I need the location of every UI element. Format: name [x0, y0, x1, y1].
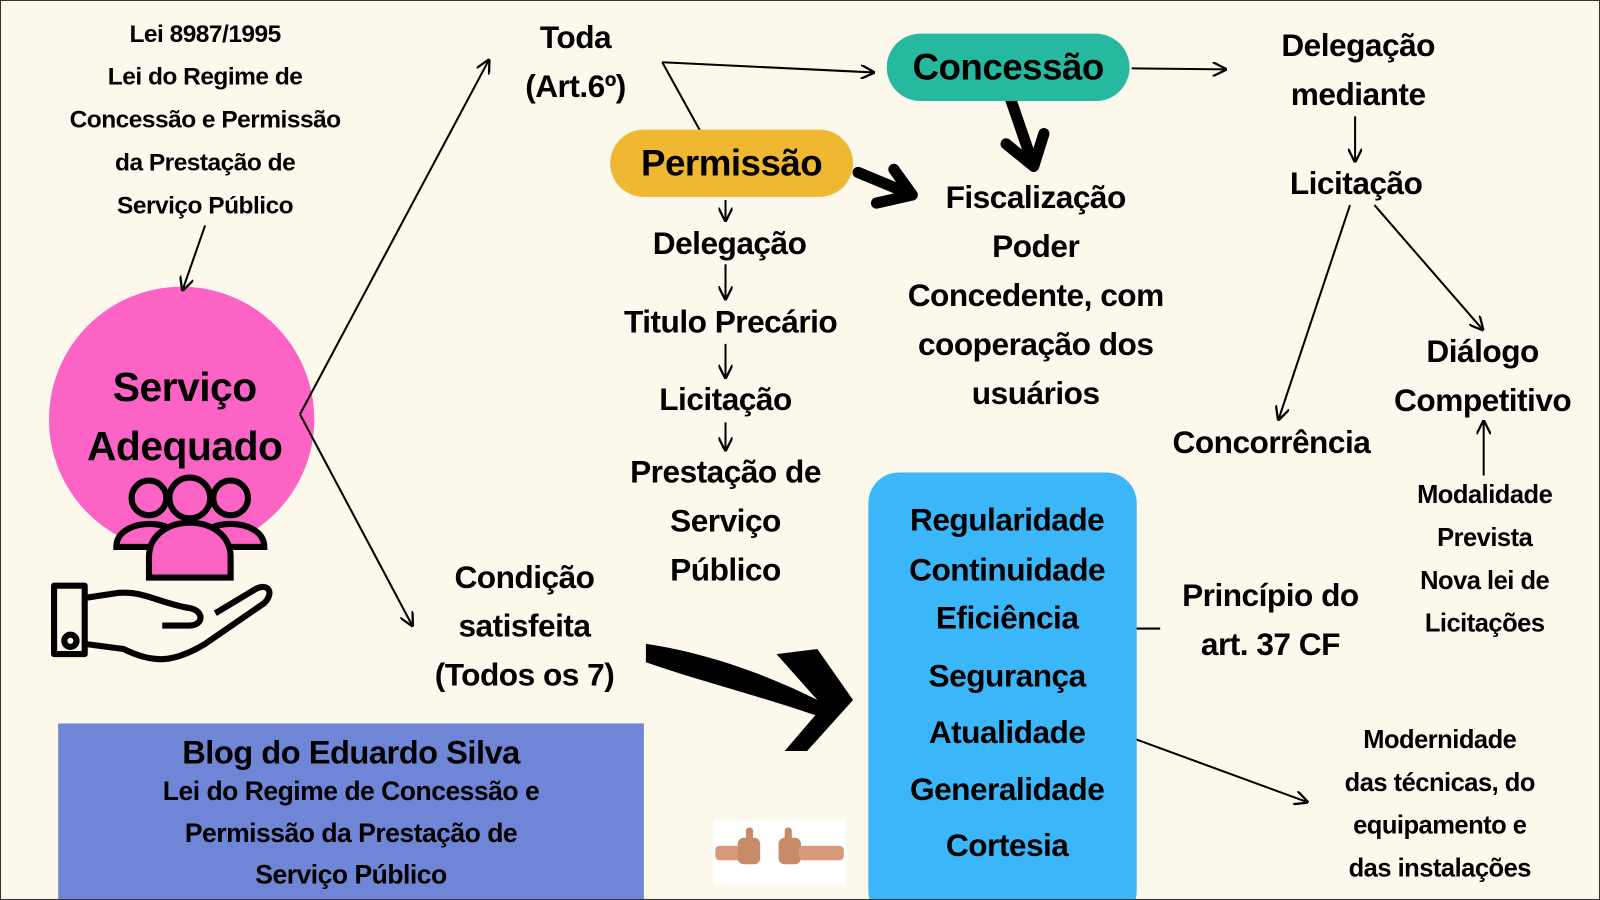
fiscalizacao-node: Fiscalização Poder Concedente, com coope… [907, 173, 1165, 418]
people-icon [113, 474, 268, 581]
law-line: da Prestação de [114, 148, 296, 177]
modalidade-node: Modalidade Prevista Nova lei de Licitaçõ… [1417, 473, 1553, 644]
law-line: Concessão e Permissão [69, 106, 342, 134]
label-line: Serviço [670, 503, 781, 539]
label-line: Licitações [1424, 609, 1545, 638]
label-line: art. 37 CF [1200, 626, 1341, 663]
label-line: Prevista [1437, 523, 1533, 553]
blog-title: Blog do Eduardo Silva [182, 733, 520, 771]
label-line: satisfeita [458, 608, 591, 644]
label-line: Delegação [1281, 27, 1435, 64]
label-line: usuários [971, 375, 1100, 412]
label-line: (Todos os 7) [434, 657, 615, 693]
blog-line: Lei do Regime de Concessão e [162, 775, 540, 807]
arrow-licitacao-to-dialogo [1373, 204, 1482, 329]
prestacao-servico-publico: Prestação de Serviço Público [630, 448, 821, 595]
titulo-precario: Titulo Precário [623, 304, 838, 340]
label-line: Princípio do [1182, 577, 1359, 614]
principle-item: Atualidade [928, 714, 1086, 750]
label-line: Nova lei de [1420, 566, 1550, 595]
label-line: Modalidade [1417, 480, 1553, 510]
bold-arrow-concessao-to-fiscalizacao [1000, 89, 1050, 172]
arrow-atualidade-to-modernidade [1131, 736, 1308, 802]
label-line: Concedente, com [907, 277, 1165, 314]
label-line: Público [670, 552, 781, 588]
label-line: Serviço [112, 365, 257, 411]
modernidade-node: Modernidade das técnicas, do equipamento… [1344, 718, 1536, 889]
principio-art37-node: Princípio do art. 37 CF [1182, 571, 1359, 669]
label-line: Toda [539, 19, 612, 56]
principle-item: Eficiência [935, 599, 1079, 636]
condicao-node: Condição satisfeita (Todos os 7) [435, 553, 615, 700]
concessao-node: Concessão [886, 33, 1130, 102]
principle-item: Regularidade [909, 502, 1105, 538]
principle-item: Segurança [928, 658, 1087, 694]
toda-node: Toda (Art.6º) [525, 13, 626, 111]
blog-line: Permissão da Prestação de [184, 817, 518, 848]
blog-line: Serviço Público [255, 859, 447, 890]
label-line: das instalações [1348, 854, 1532, 883]
permissao-licitacao: Licitação [659, 381, 792, 418]
licitacao-right-node: Licitação [1289, 165, 1423, 202]
arrow-service-to-condicao [299, 413, 412, 625]
thumbs-up-image [713, 819, 846, 885]
arrow-toda-to-concessao [662, 61, 873, 72]
principle-item: Continuidade [909, 552, 1106, 588]
label-line: Fiscalização [945, 179, 1127, 216]
service-adequate-label: Serviço Adequado [86, 358, 283, 476]
law-line: Serviço Público [117, 191, 294, 220]
label-line: (Art.6º) [525, 68, 626, 105]
arrow-service-to-toda [299, 60, 489, 415]
principles-box [868, 472, 1137, 899]
law-title: Lei 8987/1995 Lei do Regime de Concessão… [69, 13, 342, 227]
principle-item: Cortesia [945, 827, 1069, 864]
principle-item: Generalidade [909, 771, 1105, 808]
arrow-law-to-service [183, 225, 207, 290]
label-line: das técnicas, do [1344, 768, 1536, 797]
bold-arrow-permissao-to-fiscalizacao [852, 163, 918, 209]
delegacao-mediante-node: Delegação mediante [1281, 21, 1435, 119]
label-line: Poder [992, 228, 1080, 265]
label-line: Adequado [86, 424, 283, 470]
label-line: Modernidade [1363, 725, 1517, 755]
principles-list: Regularidade Continuidade Eficiência Seg… [909, 502, 1105, 879]
arrow-licitacao-to-concorrencia [1279, 204, 1351, 419]
label-line: cooperação dos [917, 326, 1154, 363]
hand-icon [51, 582, 273, 663]
law-line: Lei do Regime de [107, 63, 303, 91]
label-line: Competitivo [1394, 382, 1572, 419]
permissao-node: Permissão [610, 129, 854, 197]
law-number: Lei 8987/1995 [129, 20, 281, 48]
label-line: equipamento e [1353, 811, 1527, 840]
label-line: Condição [454, 559, 595, 595]
dialogo-node: Diálogo Competitivo [1394, 328, 1572, 426]
bold-arrow-condicao-to-principles [645, 643, 854, 752]
blog-box: Blog do Eduardo Silva Lei do Regime de C… [58, 723, 644, 899]
service-circle [48, 286, 315, 553]
arrow-concessao-to-delegacao [1131, 68, 1226, 69]
permissao-delegacao: Delegação [652, 225, 807, 262]
label-line: Diálogo [1426, 333, 1539, 370]
label-line: mediante [1290, 76, 1426, 113]
label-line: Prestação de [630, 454, 821, 490]
concorrencia-node: Concorrência [1172, 424, 1371, 461]
